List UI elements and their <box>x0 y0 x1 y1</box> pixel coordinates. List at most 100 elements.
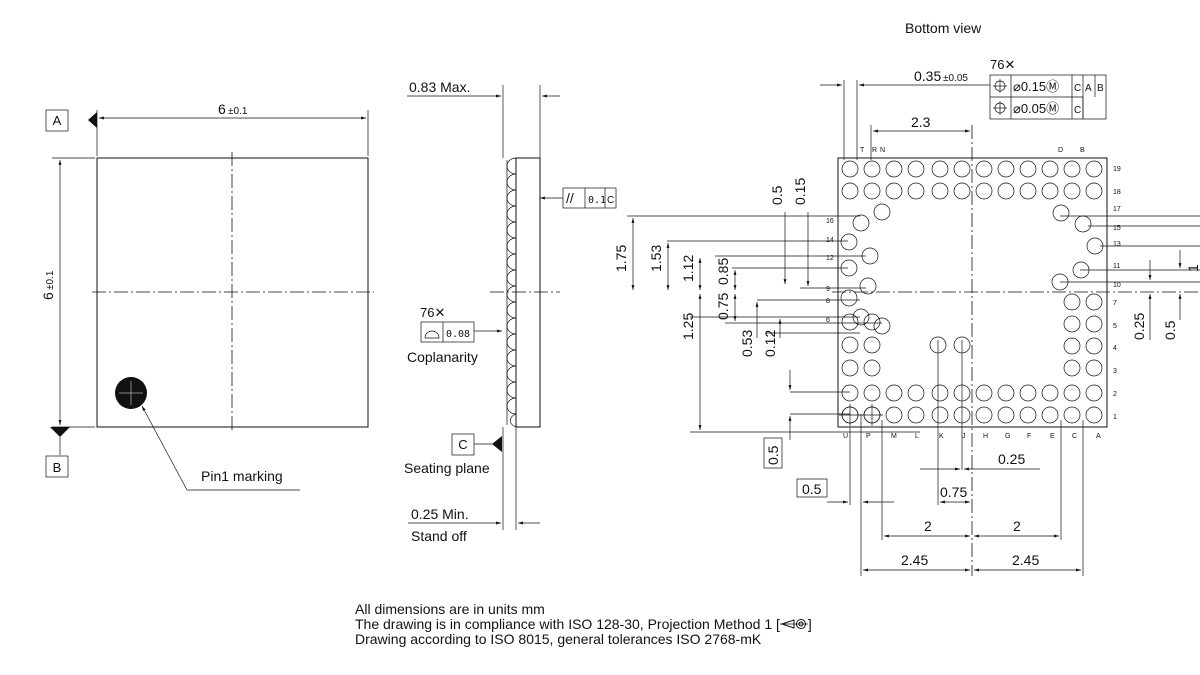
row-11: 11 <box>1113 263 1120 270</box>
note-units: All dimensions are in units mm <box>355 601 545 617</box>
col-j: J <box>962 433 966 440</box>
coplanarity-count: 76✕ <box>420 305 445 320</box>
solder-ball <box>859 277 877 295</box>
solder-ball <box>1063 315 1081 333</box>
fcf1-datum-1: C <box>1074 83 1081 94</box>
row-7: 7 <box>1113 300 1117 307</box>
solder-ball <box>863 359 881 377</box>
solder-ball <box>1041 384 1059 402</box>
dim-0-5-box-v: 0.5 <box>765 445 781 465</box>
solder-ball <box>1085 182 1103 200</box>
col-m: M <box>891 433 897 440</box>
solder-ball <box>1019 160 1037 178</box>
coplanarity-value: 0.08 <box>446 329 470 340</box>
solder-ball <box>1063 406 1081 424</box>
top-letter-n: N <box>880 147 885 154</box>
coplanarity-label: Coplanarity <box>407 349 478 365</box>
dim-box-0-5-h <box>796 478 828 498</box>
dim-0-5-box-h: 0.5 <box>802 481 822 497</box>
dim-1-25: 1.25 <box>680 313 696 340</box>
solder-ball <box>841 160 859 178</box>
dim-2-left: 2 <box>924 518 932 534</box>
solder-ball <box>873 317 891 335</box>
solder-ball <box>863 313 881 331</box>
max-height-label: 0.83 Max. <box>409 79 470 95</box>
top-letter-r: R <box>872 147 877 154</box>
col-a: A <box>1096 433 1101 440</box>
datum-c-box <box>451 433 475 456</box>
projection-method-icon <box>779 619 808 629</box>
solder-ball <box>1085 315 1103 333</box>
row-13: 13 <box>1113 241 1121 248</box>
datum-b-triangle <box>50 427 70 437</box>
width-dim-value: 6 <box>218 101 226 117</box>
note-iso-128-end: ] <box>807 616 812 632</box>
solder-ball <box>1041 182 1059 200</box>
solder-ball <box>885 160 903 178</box>
col-f: F <box>1027 433 1031 440</box>
dim-2-45-right: 2.45 <box>1012 552 1039 568</box>
package-outline <box>96 157 369 428</box>
col-p: P <box>866 433 871 440</box>
standoff-label: Stand off <box>411 528 467 544</box>
datum-b-box <box>45 455 69 478</box>
solder-ball <box>997 160 1015 178</box>
seating-plane-label: Seating plane <box>404 460 490 476</box>
top-letter-b: B <box>1080 147 1085 154</box>
package-side-body <box>515 157 541 428</box>
row-2: 2 <box>1113 391 1117 398</box>
solder-ball <box>1085 337 1103 355</box>
dim-1-12: 1.12 <box>680 255 696 282</box>
col-u: U <box>843 433 848 440</box>
fcf-count: 76✕ <box>990 57 1015 72</box>
solder-ball <box>840 233 858 251</box>
solder-ball <box>841 384 859 402</box>
dim-2-3: 2.3 <box>911 114 931 130</box>
solder-ball <box>997 384 1015 402</box>
row-16: 16 <box>826 218 834 225</box>
solder-ball <box>841 336 859 354</box>
height-dim-tol: ±0.1 <box>45 270 56 290</box>
solder-ball <box>841 313 859 331</box>
datum-c-label: C <box>458 437 467 452</box>
solder-ball <box>1063 293 1081 311</box>
col-c: C <box>1072 433 1077 440</box>
row-17: 17 <box>1113 206 1121 213</box>
datum-b-label: B <box>53 460 62 475</box>
dim-0-5-top: 0.5 <box>769 185 785 205</box>
dim-1-right: 1 <box>1185 264 1200 272</box>
solder-ball <box>907 384 925 402</box>
ball-array <box>839 160 1104 426</box>
dim-0-5-right: 0.5 <box>1162 320 1178 340</box>
dim-0-85: 0.85 <box>715 258 731 285</box>
row-19: 19 <box>1113 166 1121 173</box>
solder-ball <box>863 336 881 354</box>
dim-2-right: 2 <box>1013 518 1021 534</box>
col-l: L <box>915 433 919 440</box>
solder-ball <box>931 406 949 424</box>
solder-ball <box>1063 160 1081 178</box>
solder-ball <box>1041 406 1059 424</box>
solder-ball <box>1052 204 1070 222</box>
bottom-package-outline <box>837 157 1108 428</box>
general-notes: All dimensions are in units mm The drawi… <box>355 602 812 647</box>
note-iso-128-text: The drawing is in compliance with ISO 12… <box>355 616 780 632</box>
dim-0-15: 0.15 <box>792 178 808 205</box>
solder-ball <box>1063 359 1081 377</box>
pin1-marking-label: Pin1 marking <box>201 468 283 484</box>
solder-ball <box>975 384 993 402</box>
dim-0-12: 0.12 <box>762 330 778 357</box>
solder-ball <box>907 406 925 424</box>
top-letter-t: T <box>860 147 865 154</box>
profile-surface-icon <box>424 330 440 339</box>
solder-ball <box>840 289 858 307</box>
bottom-view: Bottom view 76✕ ⌀0.15Ⓜ C A B ⌀0.05Ⓜ C 0.… <box>613 20 1200 576</box>
solder-ball <box>1085 384 1103 402</box>
dim-0-75-left: 0.75 <box>715 293 731 320</box>
note-iso-8015: Drawing according to ISO 8015, general t… <box>355 631 762 647</box>
datum-c-triangle <box>492 436 502 452</box>
solder-ball <box>841 182 859 200</box>
solder-ball <box>1019 384 1037 402</box>
standoff-min-label: 0.25 Min. <box>411 506 469 522</box>
solder-ball <box>852 214 870 232</box>
